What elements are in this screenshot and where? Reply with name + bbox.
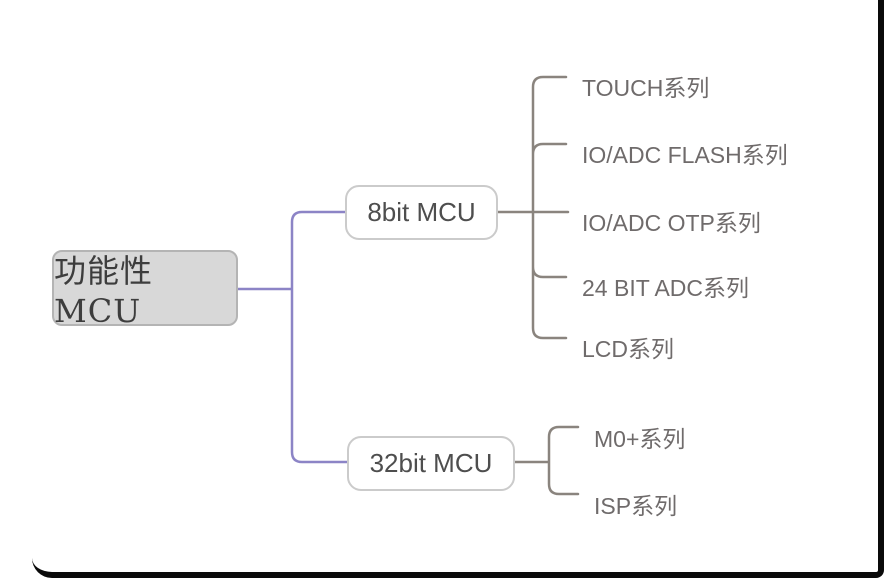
leaf-isp-series: ISP系列 — [594, 493, 678, 519]
leaf-io-adc-flash-series: IO/ADC FLASH系列 — [582, 142, 788, 168]
leaf-m0plus-series: M0+系列 — [594, 426, 686, 452]
root-node-label: 功能性MCU — [54, 252, 154, 330]
leaf-24bit-adc-series: 24 BIT ADC系列 — [582, 275, 750, 301]
branch-8bit-children-connector — [496, 75, 570, 340]
leaf-io-adc-otp-series: IO/ADC OTP系列 — [582, 210, 761, 236]
branch-node-8bit-mcu: 8bit MCU — [345, 185, 498, 240]
branch-node-32bit-label: 32bit MCU — [369, 448, 493, 478]
leaf-lcd-series: LCD系列 — [582, 336, 675, 362]
branch-node-32bit-mcu: 32bit MCU — [347, 436, 515, 491]
branch-node-8bit-label: 8bit MCU — [367, 197, 476, 227]
root-branch-connector — [236, 210, 349, 464]
branch-32bit-children-connector — [513, 425, 580, 496]
root-node-functional-mcu: 功能性MCU — [52, 250, 238, 330]
leaf-touch-series: TOUCH系列 — [582, 75, 710, 101]
